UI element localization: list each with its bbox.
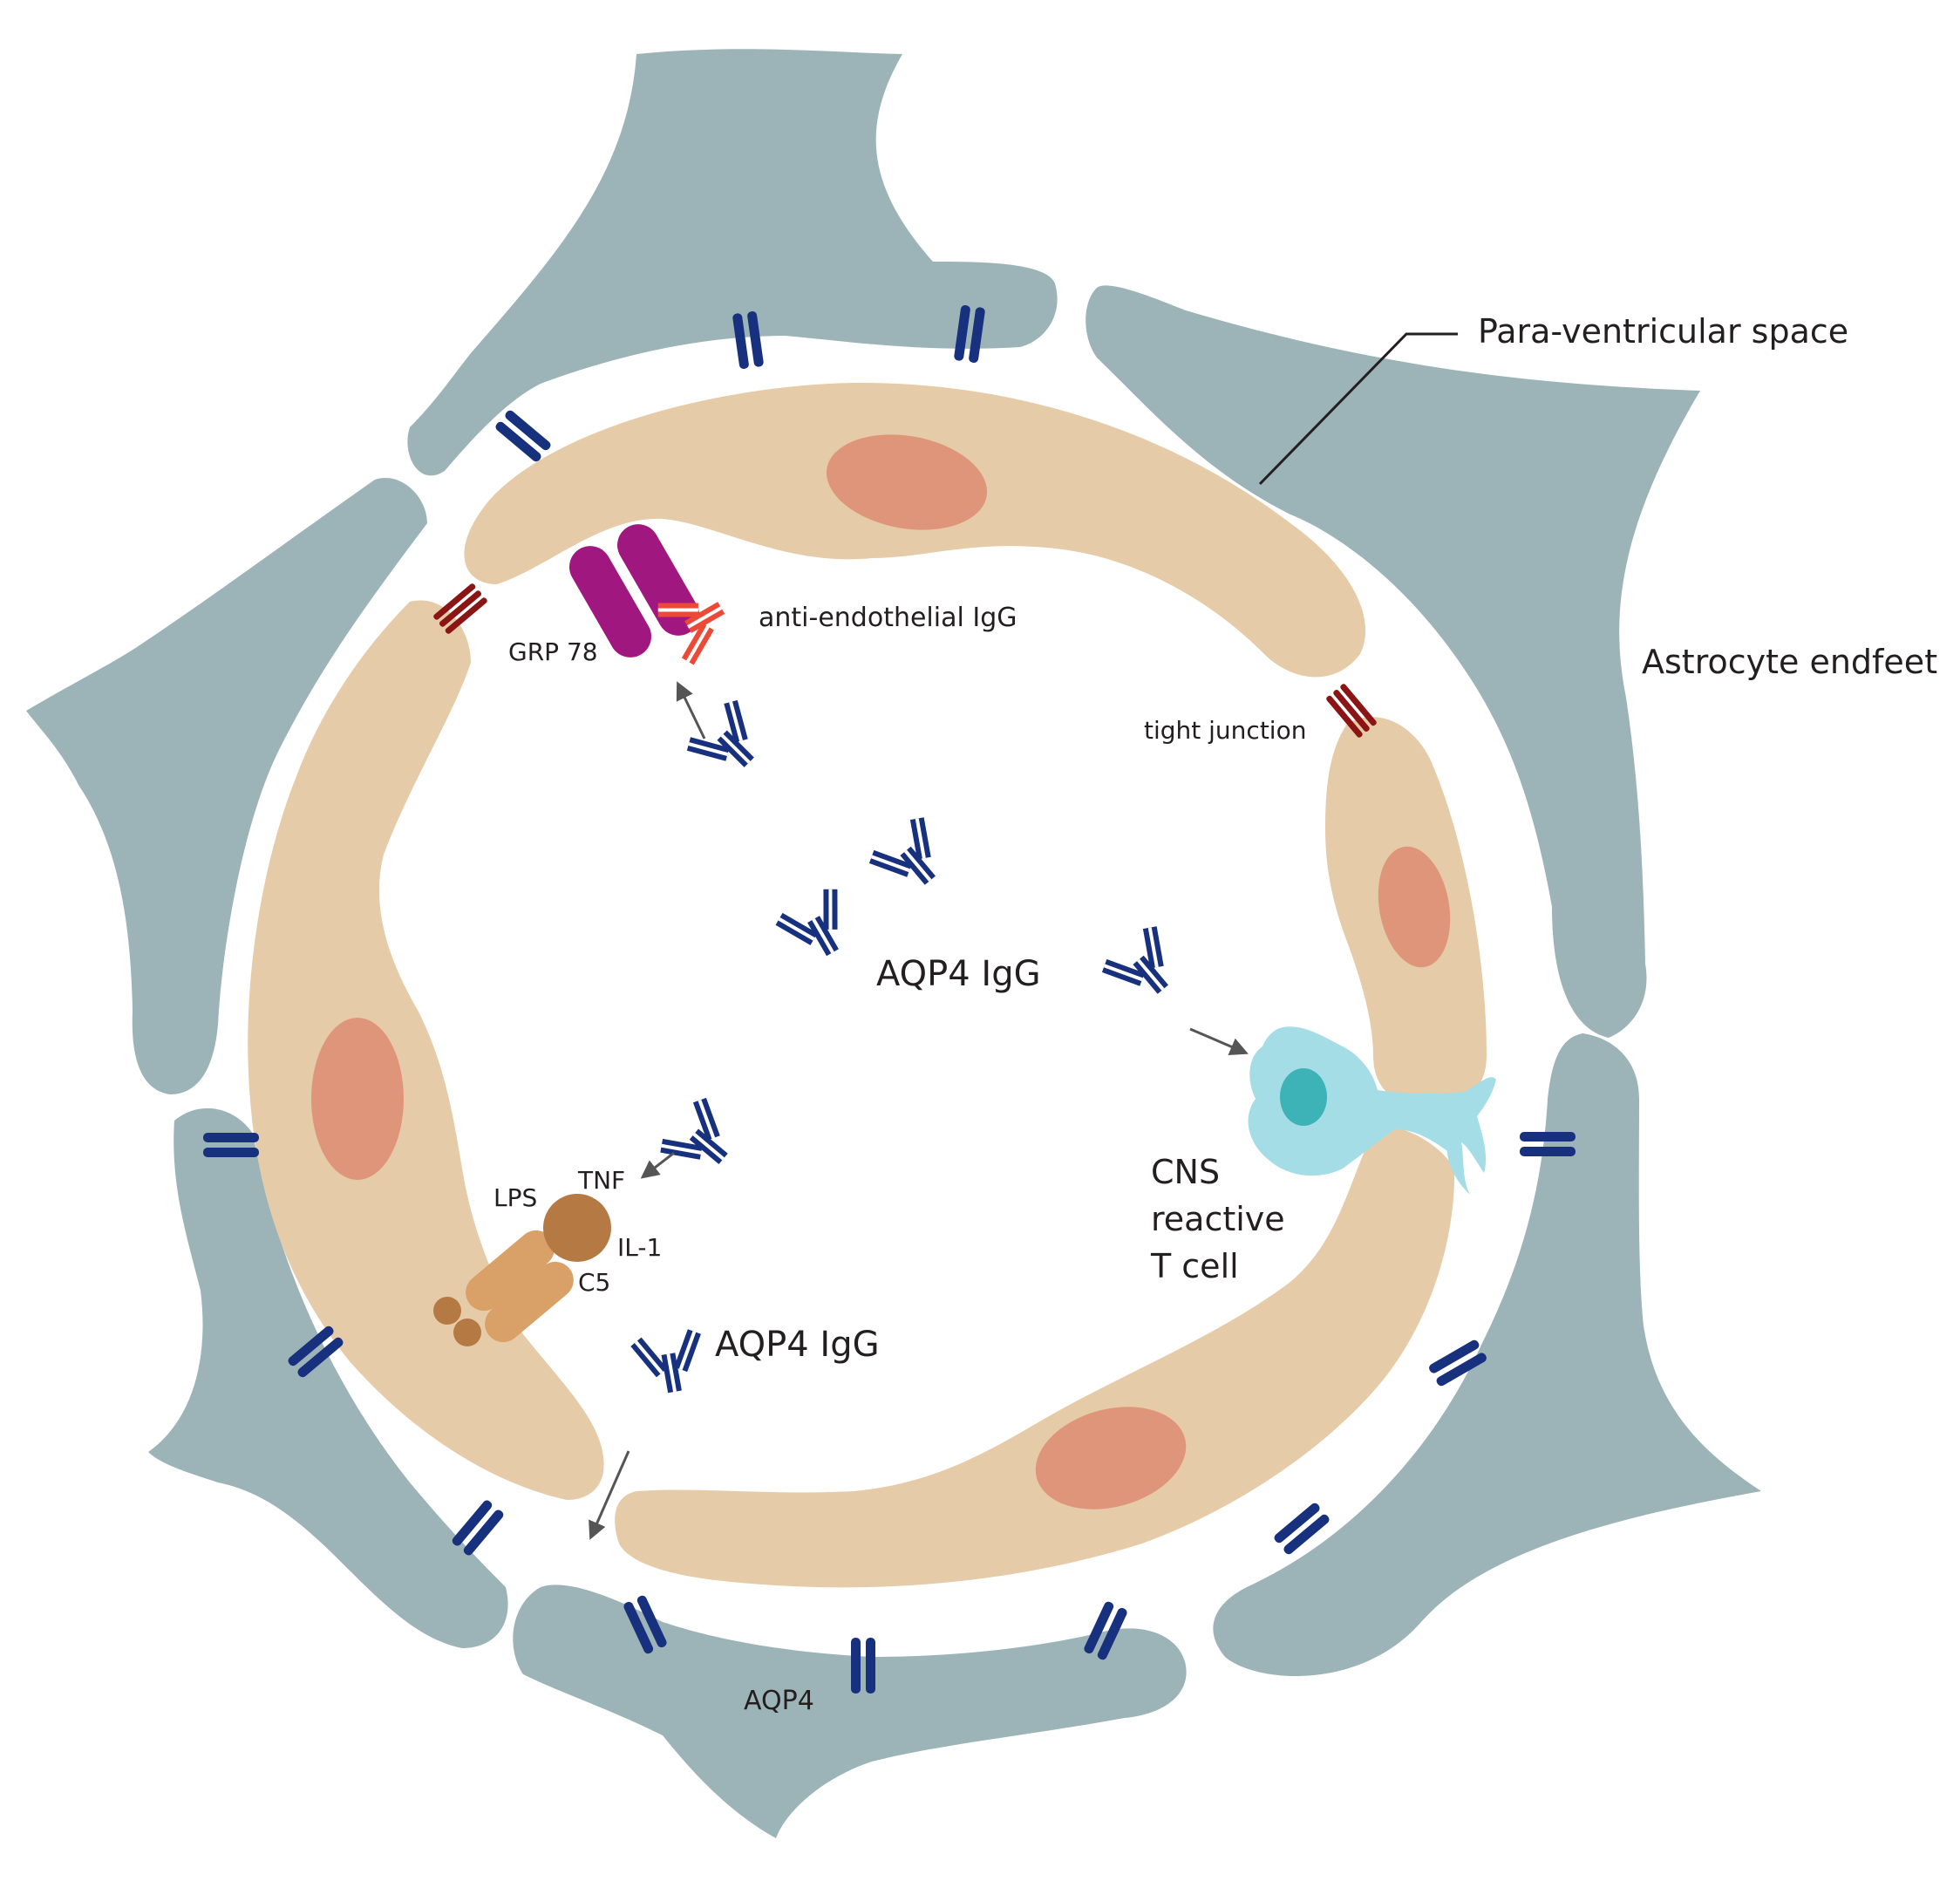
label-lps: LPS <box>493 1183 537 1212</box>
label-aqp4-igg-lower: AQP4 IgG <box>715 1325 880 1365</box>
astrocyte-endfoot <box>1085 285 1700 1039</box>
antibody-icon <box>689 702 770 783</box>
endothelial-cell <box>615 1125 1455 1588</box>
aqp4-igg-antibodies <box>636 702 1185 1397</box>
astrocyte-endfoot <box>1213 1033 1761 1677</box>
endothelial-cell <box>464 383 1366 678</box>
nucleus <box>1035 1407 1187 1510</box>
nucleus <box>311 1018 404 1180</box>
antibody-icon <box>1105 928 1186 1009</box>
astrocyte-endfoot <box>513 1585 1187 1838</box>
label-c5: C5 <box>578 1268 610 1297</box>
endothelial-cells <box>248 383 1487 1588</box>
astrocyte-endfeet <box>26 49 1761 1838</box>
label-il1: IL-1 <box>617 1233 662 1262</box>
cytokine-receptor-icon <box>433 1194 611 1346</box>
label-reactive: reactive <box>1151 1200 1285 1238</box>
aqp4-channel-icon <box>493 408 553 464</box>
labels: Para-ventricular space Astrocyte endfeet… <box>493 312 1937 1716</box>
label-tnf: TNF <box>577 1166 625 1195</box>
arrow-icon <box>640 1151 675 1179</box>
astrocyte-endfoot <box>26 478 427 1094</box>
label-aqp4-igg-center: AQP4 IgG <box>876 954 1041 994</box>
endothelial-cell <box>248 600 604 1500</box>
t-cell-icon <box>1248 1026 1496 1195</box>
leader-line <box>1258 332 1458 486</box>
label-anti-endothelial-igg: anti-endothelial IgG <box>759 603 1017 633</box>
label-cns: CNS <box>1151 1153 1220 1191</box>
nuclei <box>311 434 1451 1510</box>
label-grp78: GRP 78 <box>508 637 598 666</box>
nucleus <box>1378 846 1451 968</box>
label-t-cell: T cell <box>1150 1247 1239 1285</box>
cytokine-ball-icon <box>543 1194 611 1262</box>
nucleus <box>826 434 988 530</box>
label-aqp4: AQP4 <box>744 1686 814 1716</box>
antibody-icon <box>872 819 953 900</box>
label-para-ventricular-space: Para-ventricular space <box>1478 312 1848 351</box>
arrow-icon <box>676 681 706 739</box>
label-tight-junction: tight junction <box>1144 716 1306 745</box>
anti-endothelial-igg-icon <box>657 602 725 665</box>
arrows <box>589 681 1249 1540</box>
arrow-icon <box>589 1450 630 1540</box>
astrocyte-endfoot <box>148 1107 508 1648</box>
astrocyte-endfoot <box>407 49 1058 476</box>
antibody-icon <box>636 1332 704 1397</box>
antibody-icon <box>662 1101 743 1182</box>
antibody-icon <box>779 889 859 967</box>
arrow-icon <box>1189 1027 1249 1056</box>
label-astrocyte-endfeet: Astrocyte endfeet <box>1642 643 1937 681</box>
